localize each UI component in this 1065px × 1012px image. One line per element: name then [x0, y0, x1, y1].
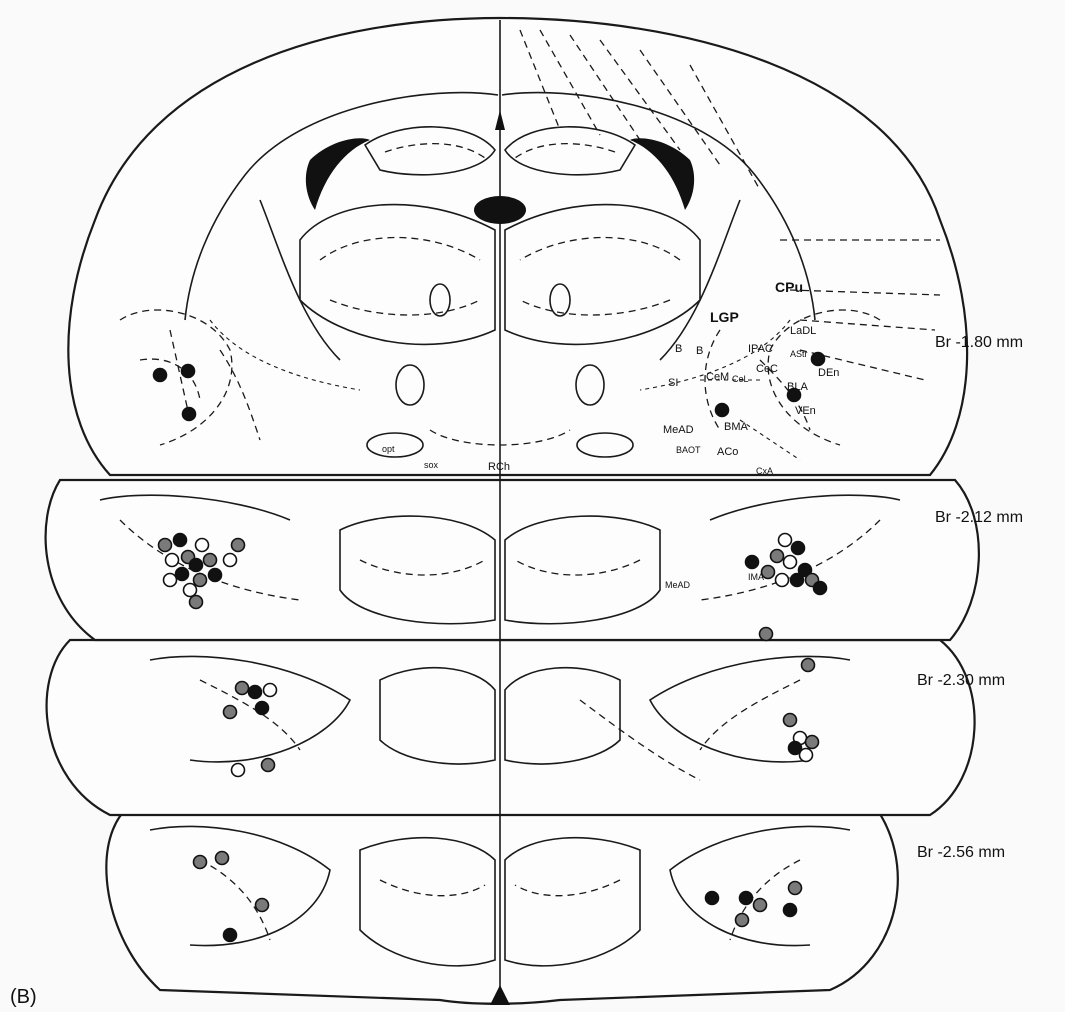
injection-marker-filled	[740, 892, 753, 905]
injection-marker-gray	[194, 856, 207, 869]
injection-marker-filled	[814, 582, 827, 595]
panel-label: (B)	[10, 986, 37, 1008]
injection-marker-open	[800, 749, 813, 762]
injection-marker-open	[164, 574, 177, 587]
injection-marker-gray	[236, 682, 249, 695]
label-den: DEn	[818, 367, 839, 379]
injection-marker-gray	[194, 574, 207, 587]
label-ladl: LaDL	[790, 325, 816, 337]
injection-marker-gray	[806, 736, 819, 749]
label-ipac: IPAC	[748, 343, 773, 355]
injection-marker-gray	[760, 628, 773, 641]
injection-marker-gray	[262, 759, 275, 772]
label-cec: CeC	[756, 363, 778, 375]
injection-marker-gray	[224, 706, 237, 719]
label-bma: BMA	[724, 421, 749, 433]
injection-marker-open	[184, 584, 197, 597]
level-label-1: Br -1.80 mm	[935, 334, 1023, 351]
injection-marker-gray	[784, 714, 797, 727]
label-baot: BAOT	[676, 445, 701, 455]
label-cem: CeM	[706, 371, 729, 383]
injection-marker-filled	[249, 686, 262, 699]
injection-marker-filled	[256, 702, 269, 715]
label-cpu: CPu	[775, 279, 803, 295]
injection-marker-gray	[754, 899, 767, 912]
level-label-3: Br -2.30 mm	[917, 672, 1005, 689]
injection-marker-open	[776, 574, 789, 587]
injection-marker-filled	[183, 408, 196, 421]
injection-marker-filled	[706, 892, 719, 905]
level-label-2: Br -2.12 mm	[935, 509, 1023, 526]
label-si: SI	[668, 377, 678, 389]
injection-marker-gray	[232, 539, 245, 552]
injection-marker-gray	[190, 596, 203, 609]
label-ven: VEn	[795, 405, 816, 417]
label-cel: CeL	[732, 374, 749, 384]
label-cxa: CxA	[756, 466, 773, 476]
injection-marker-open	[264, 684, 277, 697]
injection-marker-filled	[176, 568, 189, 581]
injection-marker-gray	[256, 899, 269, 912]
injection-marker-open	[224, 554, 237, 567]
injection-marker-filled	[792, 542, 805, 555]
label-sox: sox	[424, 460, 439, 470]
injection-marker-filled	[209, 569, 222, 582]
injection-marker-filled	[716, 404, 729, 417]
injection-marker-gray	[204, 554, 217, 567]
third-ventricle-dorsal	[474, 196, 526, 224]
injection-marker-gray	[771, 550, 784, 563]
label-astr: AStr	[790, 349, 808, 359]
injection-marker-filled	[174, 534, 187, 547]
injection-marker-gray	[802, 659, 815, 672]
injection-marker-open	[166, 554, 179, 567]
label-rch: RCh	[488, 461, 510, 473]
label-b1: B	[675, 343, 682, 355]
injection-marker-filled	[784, 904, 797, 917]
injection-marker-open	[784, 556, 797, 569]
label-lgp: LGP	[710, 309, 739, 325]
injection-marker-filled	[182, 365, 195, 378]
injection-marker-filled	[190, 559, 203, 572]
level-label-4: Br -2.56 mm	[917, 844, 1005, 861]
injection-marker-gray	[762, 566, 775, 579]
label-mead: MeAD	[663, 424, 694, 436]
section-outline-2.56	[106, 800, 897, 1004]
label-opt: opt	[382, 444, 395, 454]
injection-marker-gray	[789, 882, 802, 895]
injection-marker-filled	[746, 556, 759, 569]
injection-marker-filled	[791, 574, 804, 587]
injection-marker-gray	[159, 539, 172, 552]
injection-marker-filled	[788, 389, 801, 402]
injection-marker-open	[196, 539, 209, 552]
injection-marker-filled	[154, 369, 167, 382]
label-aco: ACo	[717, 446, 738, 458]
injection-marker-gray	[216, 852, 229, 865]
injection-marker-filled	[224, 929, 237, 942]
injection-marker-gray	[736, 914, 749, 927]
section-outline-2.30	[47, 640, 975, 815]
label-mead-2: MeAD	[665, 580, 691, 590]
label-b2: B	[696, 345, 703, 357]
injection-marker-filled	[812, 353, 825, 366]
injection-marker-open	[779, 534, 792, 547]
injection-marker-open	[232, 764, 245, 777]
